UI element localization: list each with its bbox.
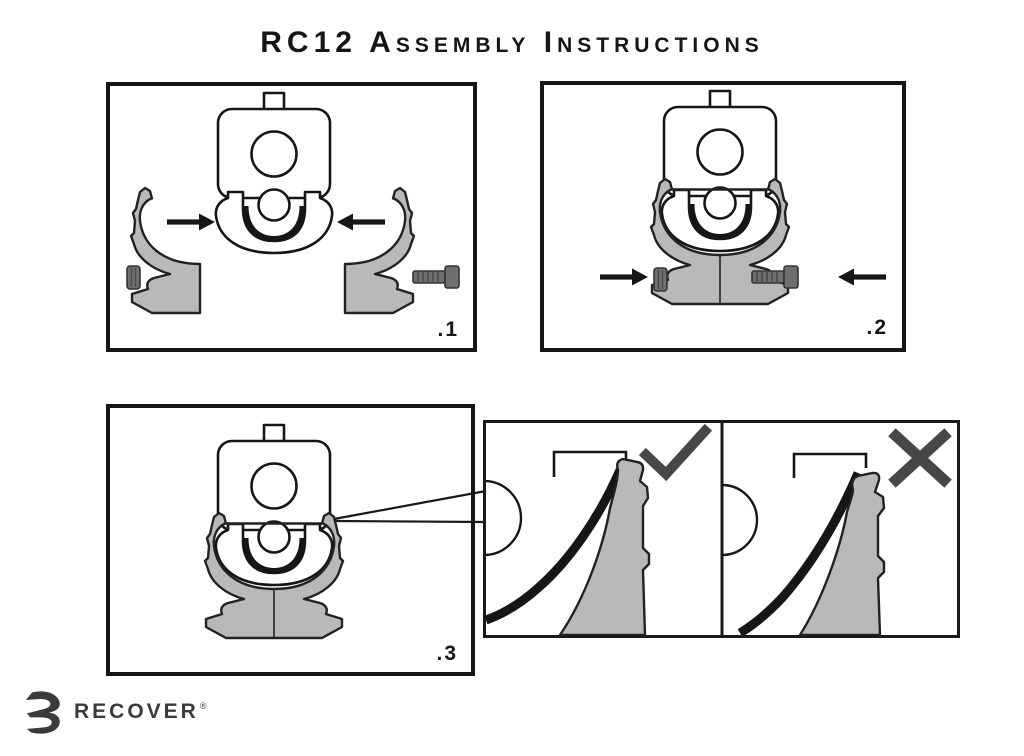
recover-r-mark-icon	[25, 691, 60, 734]
left-grip-half	[129, 186, 202, 315]
brand-name: RECOVER	[74, 700, 199, 723]
step3-label: .3	[436, 642, 458, 665]
clip-not-seated	[798, 471, 886, 635]
check-icon	[638, 423, 713, 482]
registered-trademark: ®	[199, 701, 207, 711]
step1-drawing	[126, 86, 460, 315]
clip-detail-box	[483, 420, 960, 638]
step-panel-3: .3	[106, 404, 475, 676]
step-panel-2: .2	[540, 81, 906, 352]
detail-correct-view	[486, 423, 713, 635]
step2-drawing	[600, 85, 886, 306]
detail-divider	[720, 423, 724, 635]
clip-seated	[558, 457, 651, 635]
step1-label: .1	[437, 318, 459, 341]
step3-drawing	[203, 408, 345, 640]
step-panel-1: .1	[106, 82, 477, 352]
detail-incorrect-view	[721, 428, 952, 635]
step2-label: .2	[866, 316, 888, 339]
right-grip-half	[343, 186, 416, 315]
page-title: RC12 Assembly Instructions	[260, 26, 764, 59]
x-icon	[888, 428, 952, 488]
clip-detail-drawing	[486, 423, 952, 635]
brand-logo: RECOVER®	[18, 688, 207, 736]
